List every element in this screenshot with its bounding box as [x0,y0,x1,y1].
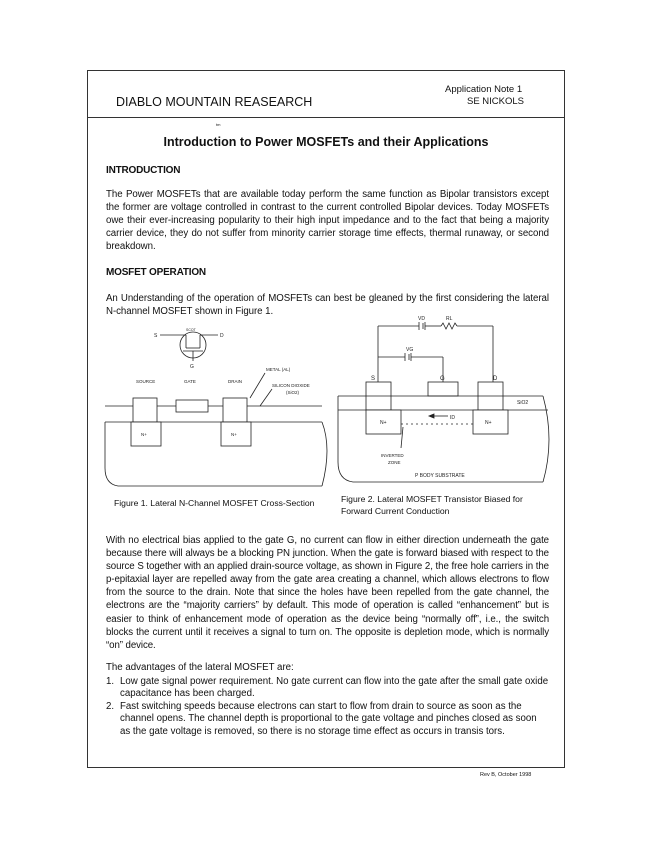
id-label: ID [450,415,455,421]
list-item-number: 2. [106,700,115,712]
body-paragraph: With no electrical bias applied to the g… [106,535,549,651]
oxide-formula-label: (SiO2) [286,390,300,395]
symbol-top-label: SCOT [186,328,197,332]
operation-heading: MOSFET OPERATION [106,267,206,278]
app-note-number: Application Note 1 [445,84,523,95]
nplus-right-label: N+ [231,432,237,437]
list-item-text: Fast switching speeds because electrons … [120,700,537,737]
figure1-diagram: SCOT S D G SOURCE GATE DRAIN METAL (AL) … [104,328,328,487]
sio2-label: SiO2 [517,400,528,406]
symbol-s-label: S [154,333,158,339]
header-divider [87,117,565,118]
intro-heading: INTRODUCTION [106,165,181,176]
trademark-mark: tm [216,122,221,127]
list-item-number: 1. [106,676,115,687]
s-label: S [371,376,375,382]
vg-label: VG [406,347,413,353]
author-name: SE NICKOLS [467,96,525,107]
gate-label: GATE [184,379,196,384]
figure2-diagram: VD RL VG [337,316,550,483]
vd-label: VD [418,316,425,322]
page-title: Introduction to Power MOSFETs and their … [163,135,489,149]
symbol-d-label: D [220,333,224,339]
page-frame [87,70,565,768]
inverted-label: INVERTED [381,453,404,458]
metal-label: METAL (AL) [266,367,291,372]
figure2-caption: Figure 2. Lateral MOSFET Transistor Bias… [341,494,523,516]
mosfet-symbol-icon [160,331,218,361]
zone-label: ZONE [388,460,401,465]
symbol-g-label: G [190,364,194,370]
source-label: SOURCE [136,379,155,384]
body-substrate-label: P BODY SUBSTRATE [415,473,465,479]
nplus-left-label: N+ [141,432,147,437]
d-label: D [493,376,498,382]
g-label: G [440,376,445,382]
figure1-caption: Figure 1. Lateral N-Channel MOSFET Cross… [114,498,315,508]
fig2-nplus-left-label: N+ [380,420,387,426]
oxide-label: SILICON DIOXIDE [272,383,310,388]
list-item: 2. Fast switching speeds because electron… [106,701,549,738]
revision-footer: Rev B, October 1998 [480,772,532,778]
company-name: DIABLO MOUNTAIN REASEARCH [116,95,313,109]
drain-label: DRAIN [228,379,242,384]
list-item-text: Low gate signal power requirement. No ga… [120,676,549,700]
intro-paragraph: The Power MOSFETs that are available tod… [106,189,549,253]
app-note-block: Application Note 1 SE NICKOLS [445,84,565,108]
rl-label: RL [446,316,453,322]
fig2-nplus-right-label: N+ [485,420,492,426]
advantages-intro: The advantages of the lateral MOSFET are… [106,662,294,673]
advantages-list: 1. Low gate signal power requirement. No … [106,676,549,738]
operation-paragraph: An Understanding of the operation of MOS… [106,293,549,318]
list-item: 1. Low gate signal power requirement. No … [106,676,549,701]
